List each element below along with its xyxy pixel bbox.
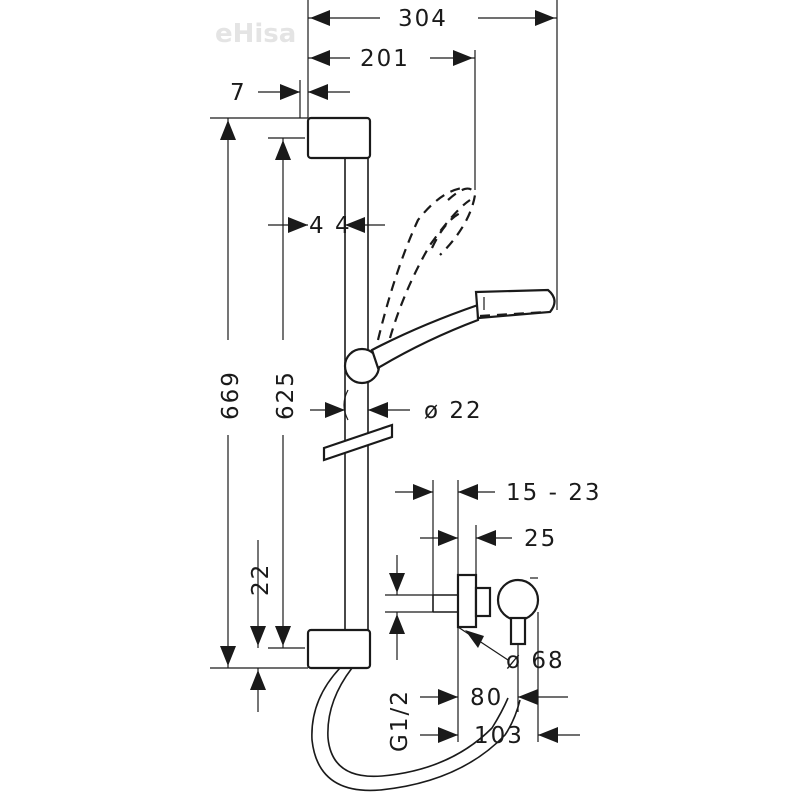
dim-bar-diameter: ø 22: [424, 398, 483, 424]
slider-holder: [322, 423, 394, 462]
top-wall-bracket: [306, 116, 372, 160]
dim-connection-range: 15 - 23: [506, 480, 601, 506]
dim-outlet-projection: 80: [470, 685, 503, 711]
handshower: [370, 288, 556, 370]
dim-bar-height: 625: [273, 370, 299, 420]
dim-overall-width: 304: [398, 6, 448, 32]
hose-connector: [509, 616, 527, 646]
dim-handshower-width: 201: [360, 46, 410, 72]
watermark-logo: eHisa: [215, 19, 296, 49]
holder-arc: [343, 389, 349, 421]
shower-hose: [311, 667, 521, 792]
outlet-elbow: [496, 578, 540, 622]
outlet-nut: [474, 586, 492, 618]
dim-outlet-diameter: ø 68: [506, 648, 565, 674]
bottom-wall-bracket: [306, 628, 372, 670]
dim-bar-offset: 7: [230, 80, 247, 106]
dim-connection-depth: 25: [524, 526, 557, 552]
dim-outlet-total: 103: [474, 723, 524, 749]
dim-bottom-offset: 22: [248, 563, 274, 596]
dim-total-height: 669: [218, 370, 244, 420]
wall-rosette: [456, 573, 478, 629]
wall-outlet: [432, 573, 540, 646]
handshower-tilted-outline: [376, 186, 477, 341]
dim-thread-size: G1/2: [387, 689, 413, 752]
dim-bar-clearance: 4 4: [309, 213, 352, 239]
shower-rail: [306, 116, 372, 670]
